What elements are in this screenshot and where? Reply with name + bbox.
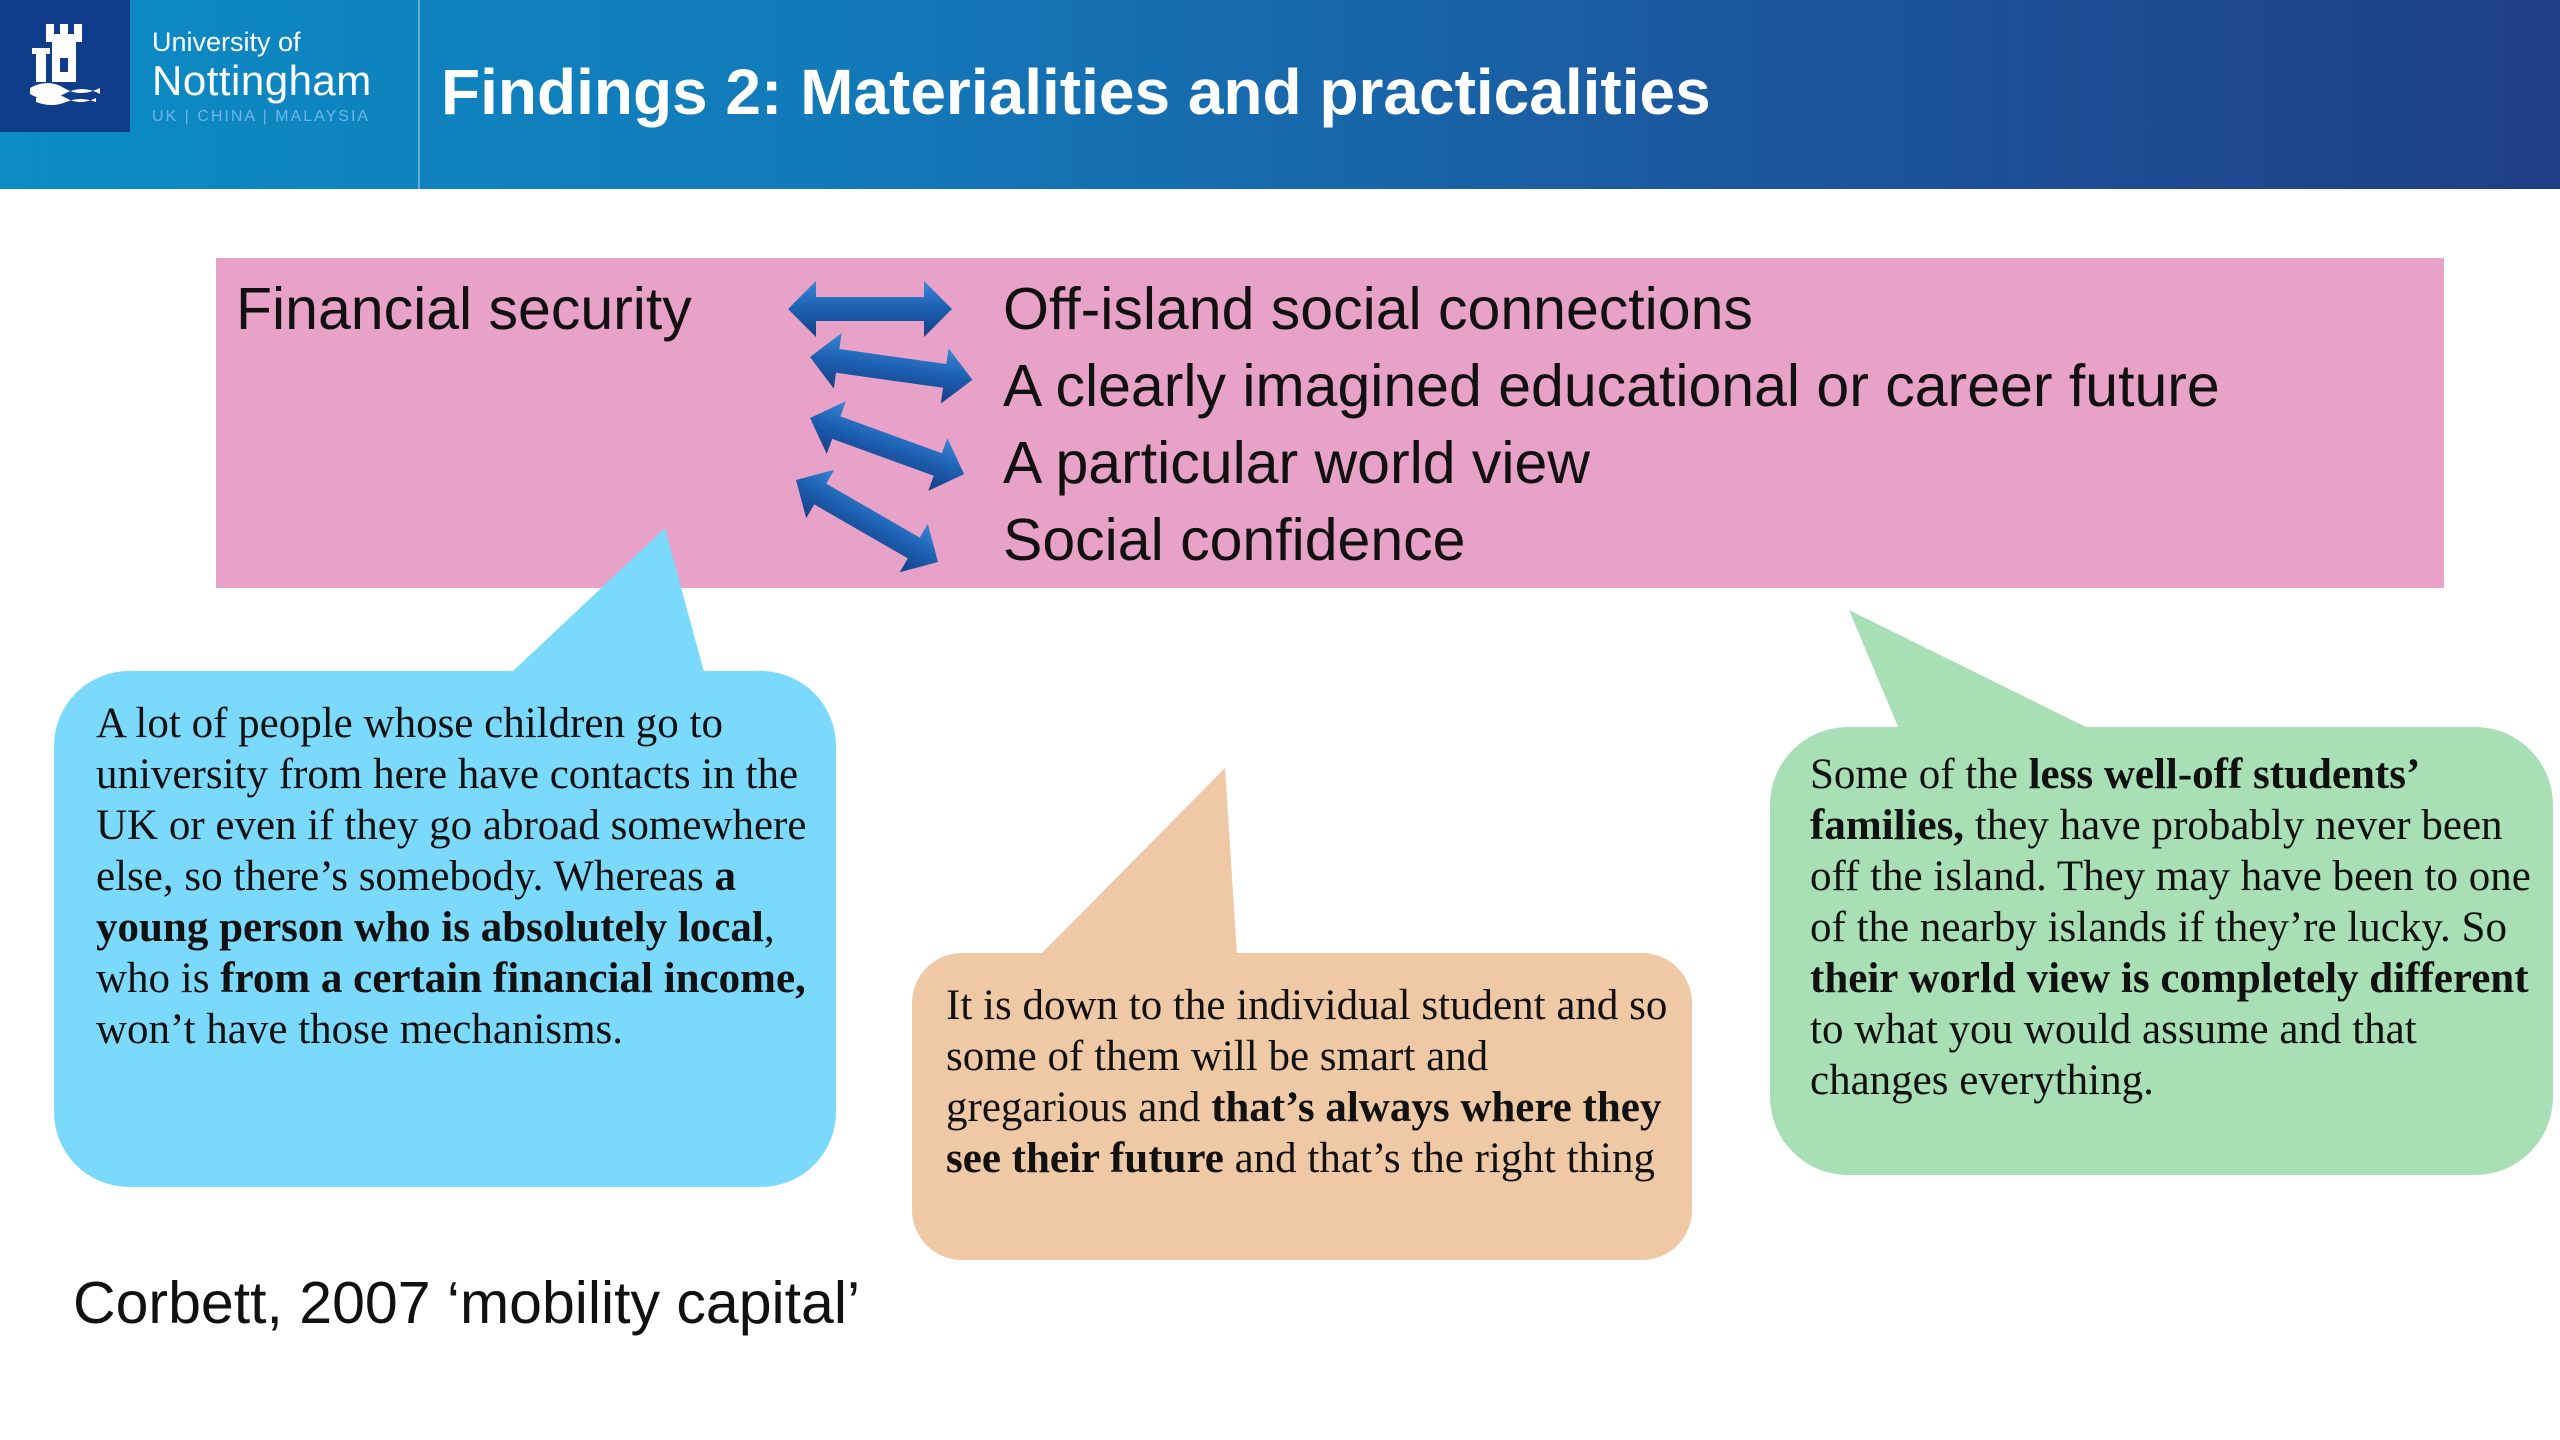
- orange-quote-segment: It is down to the individual student and…: [946, 982, 1668, 1131]
- blue-quote-segment: A lot of people whose children go to uni…: [96, 700, 807, 900]
- green-quote-segment: to what you would assume and that change…: [1810, 1006, 2417, 1104]
- citation-text: Corbett, 2007 ‘mobility capital’: [73, 1270, 861, 1336]
- orange-speech-bubble: [912, 768, 1692, 1260]
- orange-bubble-quote: It is down to the individual student and…: [946, 980, 1676, 1184]
- blue-quote-segment: a young person who is absolutely local: [96, 853, 764, 951]
- logo-line-campuses: UK | CHINA | MALAYSIA: [152, 108, 371, 125]
- double-headed-arrow-icon: [788, 281, 952, 337]
- factor-world-view: A particular world view: [1003, 430, 1590, 496]
- green-bubble-quote: Some of the less well-off students’ fami…: [1810, 749, 2540, 1106]
- slide-title: Findings 2: Materialities and practicali…: [441, 56, 1711, 128]
- factor-career-future: A clearly imagined educational or career…: [1003, 353, 2220, 419]
- orange-quote-segment: and that’s the right thing: [1223, 1135, 1655, 1182]
- university-logo: [0, 0, 130, 132]
- financial-security-label: Financial security: [236, 276, 692, 342]
- green-quote-segment: Some of the: [1810, 751, 2029, 798]
- green-quote-segment: their world view is completely different: [1810, 955, 2529, 1002]
- green-speech-bubble: [1770, 610, 2553, 1175]
- blue-speech-bubble: [54, 528, 836, 1187]
- blue-quote-segment: , who is: [96, 904, 775, 1002]
- logo-line-nottingham: Nottingham: [152, 57, 372, 104]
- orange-quote-segment: that’s always where they see their futur…: [946, 1084, 1662, 1182]
- logo-line-university: University of: [152, 27, 301, 57]
- double-headed-arrow-icon: [810, 333, 973, 404]
- factors-box: [216, 258, 2444, 588]
- double-headed-arrow-icon: [810, 401, 965, 491]
- header-bar: University of Nottingham UK | CHINA | MA…: [0, 0, 2560, 189]
- blue-quote-segment: from a certain financial income,: [220, 955, 806, 1002]
- green-quote-segment: less well-off students’ families,: [1810, 751, 2418, 849]
- green-quote-segment: they have probably never been off the is…: [1810, 802, 2531, 951]
- factor-social-confidence: Social confidence: [1003, 507, 1466, 573]
- factor-off-island-connections: Off-island social connections: [1003, 276, 1753, 342]
- blue-bubble-quote: A lot of people whose children go to uni…: [96, 698, 816, 1055]
- header-divider: [418, 0, 420, 189]
- logo-wordmark: University of Nottingham UK | CHINA | MA…: [152, 26, 372, 130]
- castle-crest-icon: [30, 24, 100, 105]
- blue-quote-segment: won’t have those mechanisms.: [96, 1006, 624, 1053]
- double-headed-arrow-icon: [796, 469, 939, 573]
